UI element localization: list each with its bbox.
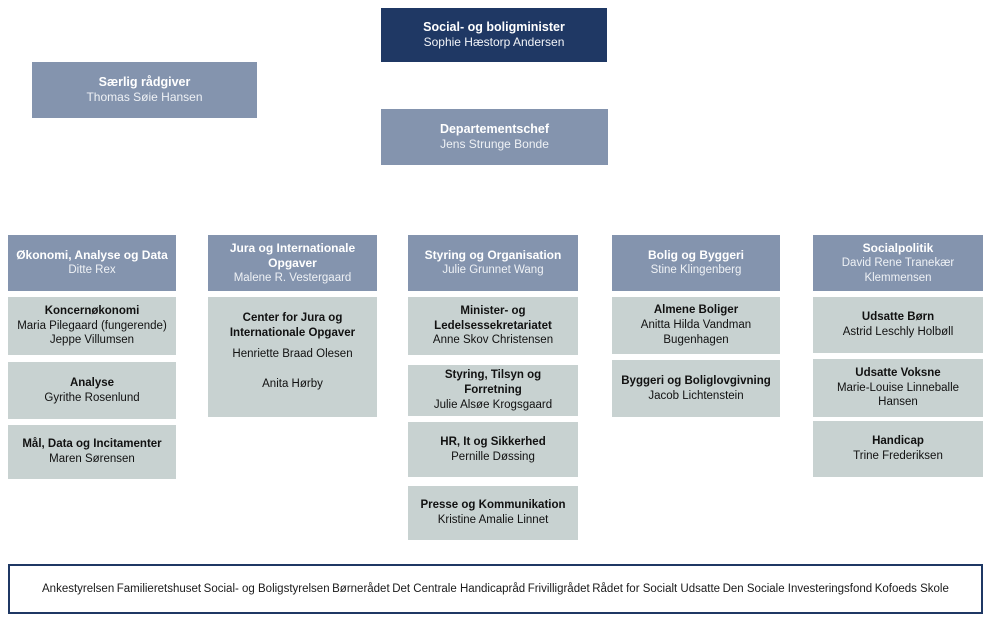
unit-box-handicap: Handicap Trine Frederiksen — [813, 421, 983, 477]
unit-names: Maren Sørensen — [49, 453, 135, 465]
division-head: Julie Grunnet Wang — [442, 264, 544, 277]
permanent-secretary-title: Departementschef — [439, 122, 550, 137]
unit-box-styring-tilsyn: Styring, Tilsyn og Forretning Julie Alsø… — [408, 365, 578, 416]
permanent-secretary-box: Departementschef Jens Strunge Bonde — [381, 109, 608, 165]
minister-box: Social- og boligminister Sophie Hæstorp … — [381, 8, 607, 62]
division-title: Bolig og Byggeri — [648, 248, 744, 263]
unit-title: Almene Boliger — [653, 304, 739, 317]
permanent-secretary-name: Jens Strunge Bonde — [440, 137, 549, 152]
unit-names: Julie Alsøe Krogsgaard — [433, 398, 553, 411]
unit-box-center-jura: Center for Jura og Internationale Opgave… — [208, 297, 377, 417]
agency-item: Familieretshuset — [116, 583, 202, 595]
unit-box-presse-kommunikation: Presse og Kommunikation Kristine Amalie … — [408, 486, 578, 540]
agency-item: Børnerådet — [332, 583, 390, 595]
division-head: David Rene Tranekær Klemmensen — [841, 257, 955, 284]
division-header-jura: Jura og Internationale Opgaver Malene R.… — [208, 235, 377, 291]
unit-box-udsatte-born: Udsatte Børn Astrid Leschly Holbøll — [813, 297, 983, 353]
minister-title: Social- og boligminister — [423, 20, 565, 35]
division-header-okonomi: Økonomi, Analyse og Data Ditte Rex — [8, 235, 176, 291]
unit-names: Anne Skov Christensen — [432, 334, 554, 347]
unit-title: Koncernøkonomi — [44, 304, 140, 317]
division-header-bolig: Bolig og Byggeri Stine Klingenberg — [612, 235, 780, 291]
unit-names: Kristine Amalie Linnet — [437, 514, 549, 526]
unit-names: Astrid Leschly Holbøll — [842, 326, 954, 338]
unit-box-mal-data-incitamenter: Mål, Data og Incitamenter Maren Sørensen — [8, 425, 176, 479]
unit-title: HR, It og Sikkerhed — [440, 435, 546, 448]
division-header-styring: Styring og Organisation Julie Grunnet Wa… — [408, 235, 578, 291]
agency-item: Ankestyrelsen — [42, 583, 115, 595]
unit-title: Analyse — [69, 376, 115, 389]
agency-item: Frivilligrådet — [527, 583, 590, 595]
division-head: Malene R. Vestergaard — [233, 271, 352, 284]
division-head: Ditte Rex — [68, 264, 116, 277]
unit-names: Marie-Louise Linneballe Hansen — [836, 381, 960, 409]
division-title: Økonomi, Analyse og Data — [16, 248, 168, 263]
unit-names: Trine Frederiksen — [853, 450, 943, 462]
unit-box-koncernokonomi: Koncernøkonomi Maria Pilegaard (fungeren… — [8, 297, 176, 355]
unit-names: Anitta Hilda Vandman Bugenhagen — [640, 319, 752, 346]
unit-title: Presse og Kommunikation — [420, 499, 566, 512]
agency-item: Den Sociale Investeringsfond — [722, 583, 873, 595]
unit-title: Udsatte Voksne — [855, 366, 941, 379]
minister-name: Sophie Hæstorp Andersen — [423, 35, 565, 50]
unit-box-almene-boliger: Almene Boliger Anitta Hilda Vandman Buge… — [612, 297, 780, 354]
unit-box-ministersekretariat: Minister- og Ledelsessekretariatet Anne … — [408, 297, 578, 355]
unit-box-byggeri-boliglovgivning: Byggeri og Boliglovgivning Jacob Lichten… — [612, 360, 780, 417]
special-advisor-title: Særlig rådgiver — [98, 75, 191, 90]
special-advisor-box: Særlig rådgiver Thomas Søie Hansen — [32, 62, 257, 118]
agency-item: Det Centrale Handicapråd — [392, 583, 526, 595]
unit-box-hr-it-sikkerhed: HR, It og Sikkerhed Pernille Døssing — [408, 422, 578, 477]
unit-title: Mål, Data og Incitamenter — [22, 438, 162, 451]
unit-title: Handicap — [872, 435, 924, 448]
unit-names: Pernille Døssing — [451, 450, 535, 463]
unit-box-analyse: Analyse Gyrithe Rosenlund — [8, 362, 176, 419]
unit-title: Byggeri og Boliglovgivning — [621, 374, 771, 387]
division-title: Styring og Organisation — [424, 248, 562, 263]
agencies-bar: Ankestyrelsen Familieretshuset Social- o… — [8, 564, 983, 614]
division-title: Socialpolitik — [862, 241, 934, 256]
unit-box-udsatte-voksne: Udsatte Voksne Marie-Louise Linneballe H… — [813, 359, 983, 417]
unit-names: Henriette Braad Olesen Anita Hørby — [232, 347, 353, 390]
agency-item: Social- og Boligstyrelsen — [203, 583, 330, 595]
unit-title: Udsatte Børn — [861, 311, 935, 324]
unit-names: Maria Pilegaard (fungerende) Jeppe Villu… — [17, 319, 167, 347]
agency-item: Kofoeds Skole — [874, 583, 949, 595]
division-title: Jura og Internationale Opgaver — [229, 240, 356, 270]
unit-names: Jacob Lichtenstein — [648, 389, 744, 402]
unit-title: Styring, Tilsyn og Forretning — [444, 369, 542, 397]
division-head: Stine Klingenberg — [650, 264, 742, 277]
agency-item: Rådet for Socialt Udsatte — [592, 583, 721, 595]
unit-title: Center for Jura og Internationale Opgave… — [229, 312, 356, 339]
unit-names: Gyrithe Rosenlund — [44, 391, 140, 404]
division-header-socialpolitik: Socialpolitik David Rene Tranekær Klemme… — [813, 235, 983, 291]
special-advisor-name: Thomas Søie Hansen — [86, 90, 203, 105]
unit-title: Minister- og Ledelsessekretariatet — [434, 304, 552, 332]
